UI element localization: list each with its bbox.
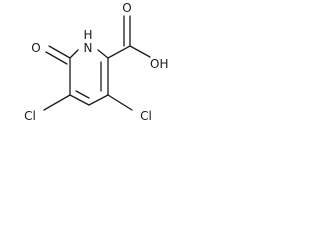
carbonyl-oxygen-label: O xyxy=(31,41,40,55)
ring-to-carboxyl-bond xyxy=(107,45,131,59)
carboxyl-single-bond xyxy=(129,45,151,58)
acid-hydroxyl-label: OH xyxy=(150,57,168,71)
ring-nitrogen-label: N xyxy=(84,41,93,55)
chlorine-right-label: Cl xyxy=(140,109,152,123)
ring-bond-n1-c6 xyxy=(97,49,109,59)
ring-bond-c2-n1 xyxy=(69,49,79,59)
ring-bond-c4-c3 xyxy=(69,94,90,106)
acid-oxygen-label: O xyxy=(122,1,131,15)
chlorine-right-bond xyxy=(107,94,133,111)
chlorine-left-label: Cl xyxy=(24,109,36,123)
molecule-structure-diagram: O N H O OH Cl Cl xyxy=(24,1,168,123)
carbonyl-bond-2 xyxy=(45,51,68,65)
carbonyl-bond-1 xyxy=(48,45,71,59)
ring-bond-c4-c3-inner xyxy=(75,90,90,99)
ring-nitrogen-hydrogen-label: H xyxy=(83,28,92,42)
ring-bond-c5-c4 xyxy=(88,94,109,106)
chlorine-left-bond xyxy=(43,94,71,111)
